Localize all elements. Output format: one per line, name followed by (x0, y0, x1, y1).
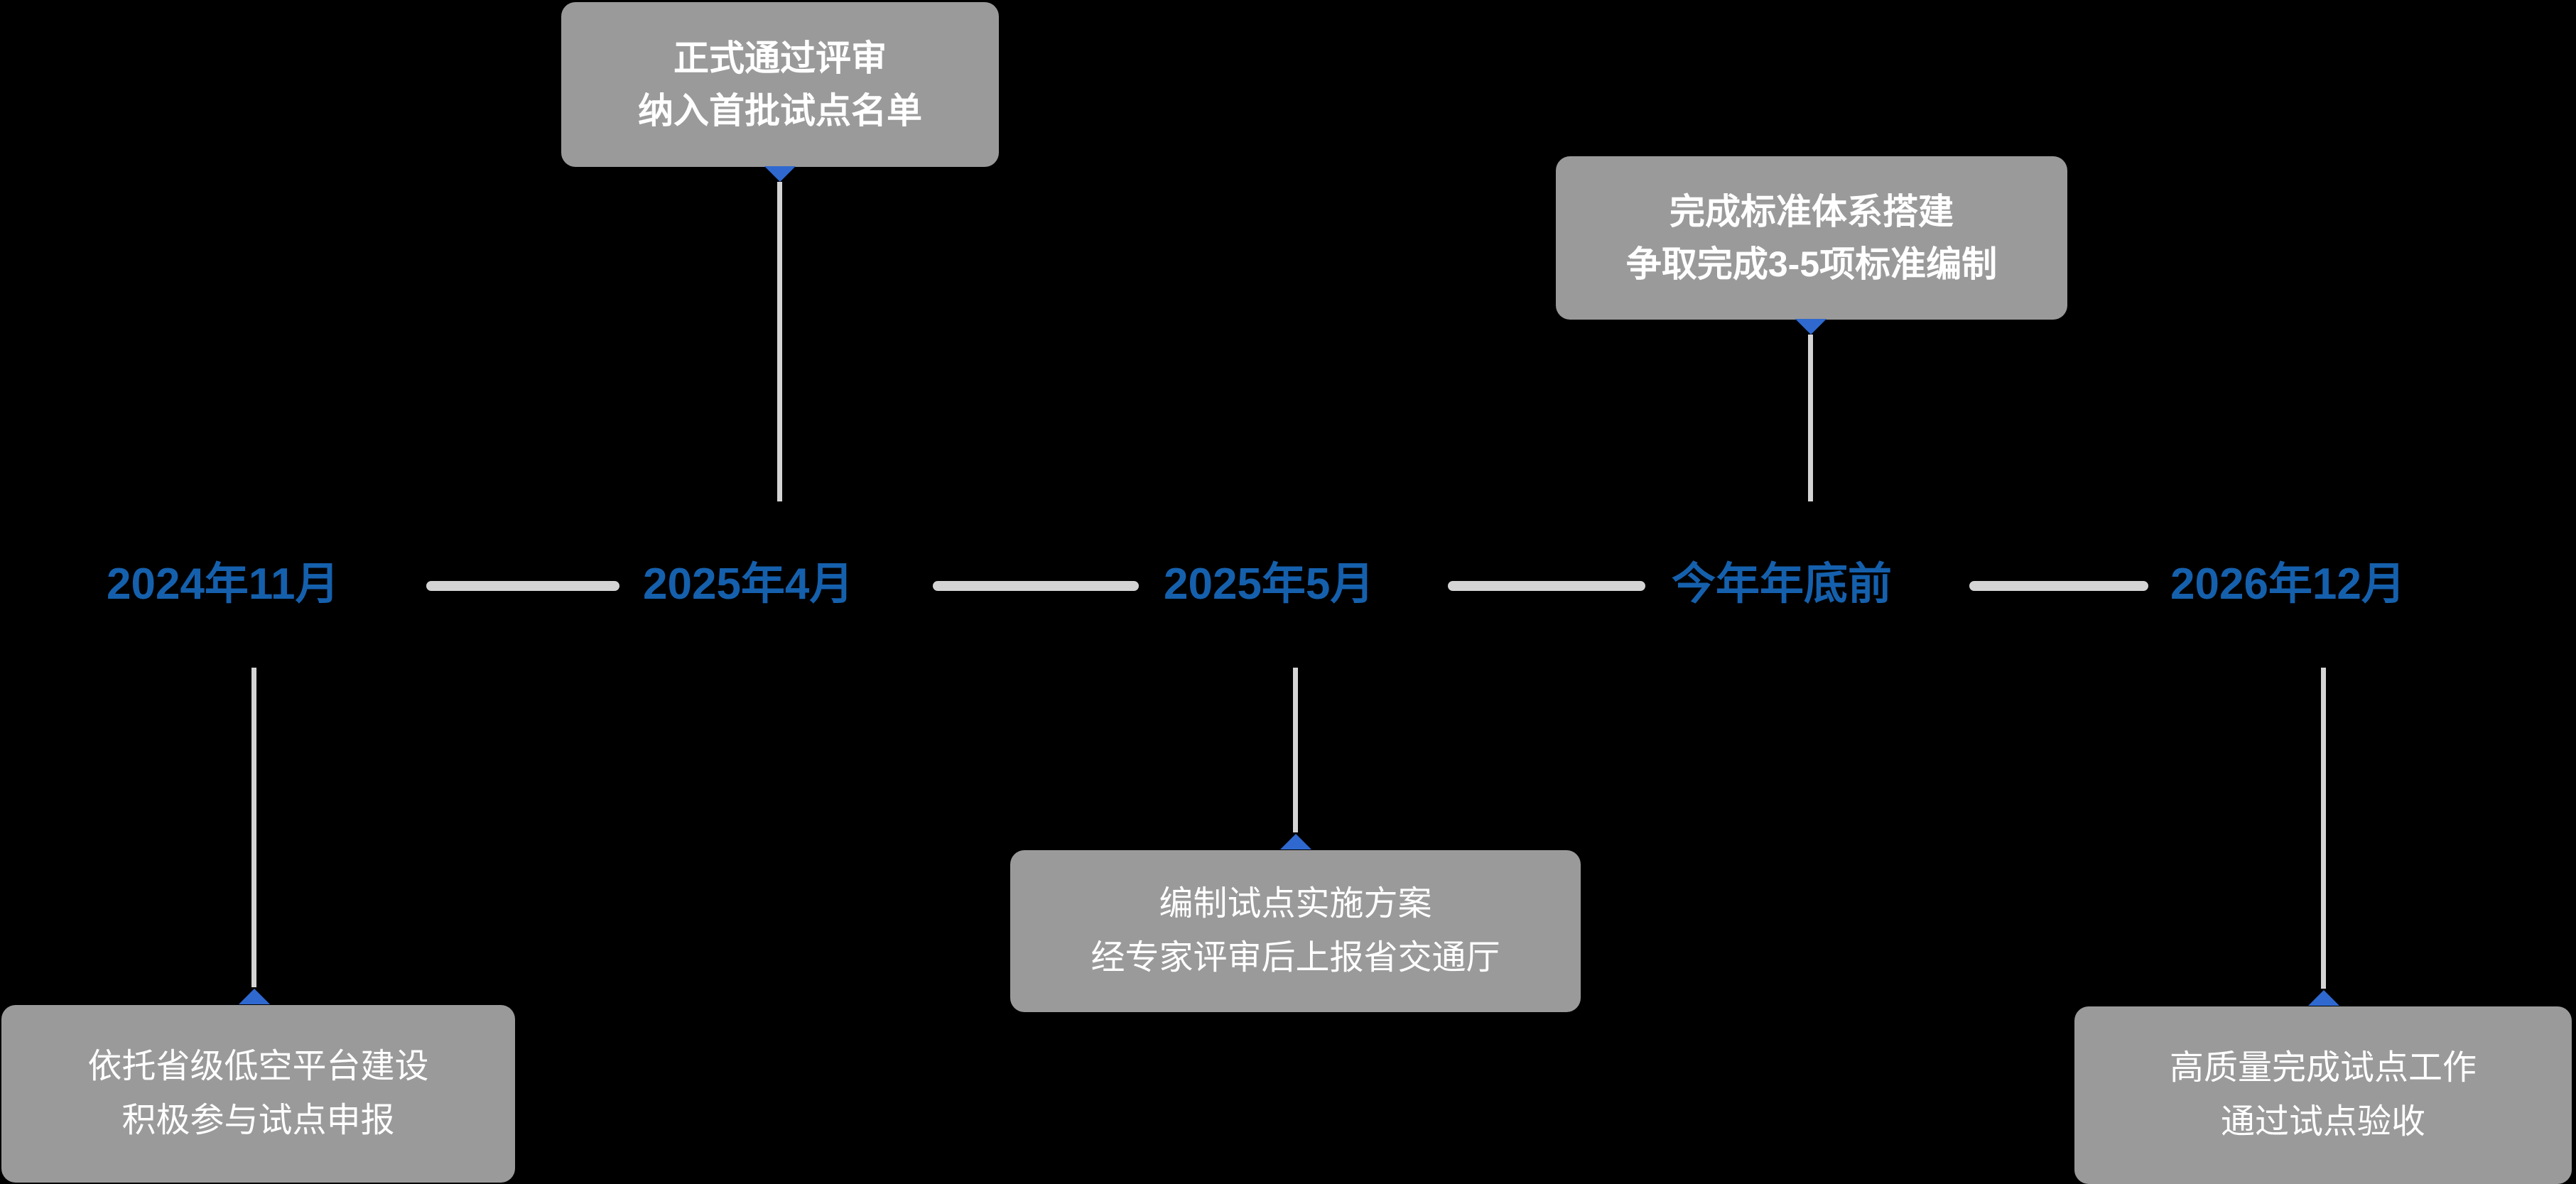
milestone-card-below-2[interactable]: 编制试点实施方案 经专家评审后上报省交通厅 (1010, 850, 1581, 1012)
card-line-2: 通过试点验收 (2220, 1103, 2425, 1141)
timeline-milestone-3-label[interactable]: 2025年5月 (1164, 560, 1375, 609)
stem-above-2 (1808, 335, 1813, 501)
timeline-milestone-4-label[interactable]: 今年年底前 (1672, 560, 1893, 609)
arrow-down-icon-2 (1795, 319, 1827, 335)
milestone-card-below-3[interactable]: 高质量完成试点工作 通过试点验收 (2074, 1006, 2572, 1184)
card-line-1: 高质量完成试点工作 (2169, 1048, 2477, 1087)
stem-above-1 (777, 182, 782, 501)
card-line-1: 依托省级低空平台建设 (87, 1047, 429, 1085)
timeline-connector-1-2 (426, 581, 619, 591)
arrow-up-icon-1 (239, 989, 270, 1004)
card-line-2: 积极参与试点申报 (121, 1102, 395, 1139)
timeline-connector-2-3 (933, 581, 1139, 591)
timeline-milestone-5-label[interactable]: 2026年12月 (2170, 560, 2405, 609)
card-line-1: 编制试点实施方案 (1159, 884, 1432, 923)
card-line-2: 争取完成3-5项标准编制 (1625, 244, 1998, 284)
card-line-2: 纳入首批试点名单 (638, 91, 922, 131)
timeline-milestone-1-label[interactable]: 2024年11月 (107, 560, 340, 609)
stem-below-1 (251, 668, 256, 987)
card-line-1: 正式通过评审 (673, 38, 887, 78)
milestone-card-above-2[interactable]: 完成标准体系搭建 争取完成3-5项标准编制 (1556, 156, 2067, 320)
arrow-down-icon-1 (764, 166, 796, 182)
arrow-up-icon-3 (2308, 990, 2339, 1006)
stem-below-2 (1293, 668, 1298, 832)
card-line-2: 经专家评审后上报省交通厅 (1091, 939, 1500, 977)
timeline-connector-3-4 (1448, 581, 1645, 591)
milestone-card-above-1[interactable]: 正式通过评审 纳入首批试点名单 (561, 2, 999, 167)
arrow-up-icon-2 (1280, 834, 1311, 849)
timeline-milestone-2-label[interactable]: 2025年4月 (643, 560, 854, 609)
card-line-1: 完成标准体系搭建 (1669, 191, 1954, 232)
milestone-card-below-1[interactable]: 依托省级低空平台建设 积极参与试点申报 (1, 1005, 515, 1183)
stem-below-3 (2321, 668, 2326, 989)
timeline-connector-4-5 (1969, 581, 2148, 591)
